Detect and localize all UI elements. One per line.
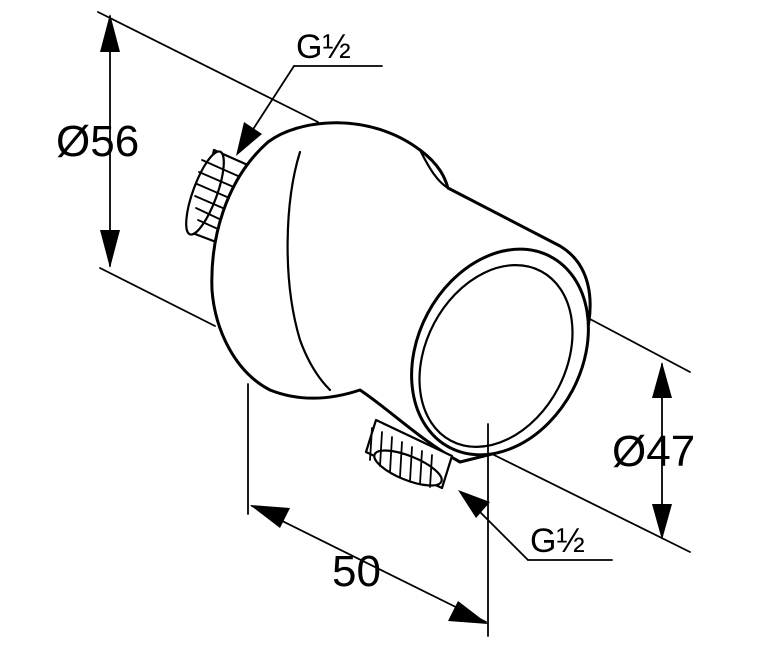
extension-lines-length xyxy=(247,383,489,637)
extension-lines-diameter-56 xyxy=(97,11,319,327)
label-length-50: 50 xyxy=(332,547,381,596)
callout-thread-bottom: G½ xyxy=(458,490,613,561)
dimension-diameter-56: Ø56 xyxy=(56,14,139,268)
label-diameter-56: Ø56 xyxy=(56,117,139,166)
outlet-face xyxy=(410,247,590,457)
callout-thread-rear: G½ xyxy=(236,28,383,156)
label-thread-bottom: G½ xyxy=(530,522,585,560)
dimension-diameter-47: Ø47 xyxy=(612,362,695,540)
dimension-length-50: 50 xyxy=(250,505,488,624)
label-thread-rear: G½ xyxy=(296,28,351,66)
label-diameter-47: Ø47 xyxy=(612,427,695,476)
bottom-thread-nipple xyxy=(364,418,454,490)
